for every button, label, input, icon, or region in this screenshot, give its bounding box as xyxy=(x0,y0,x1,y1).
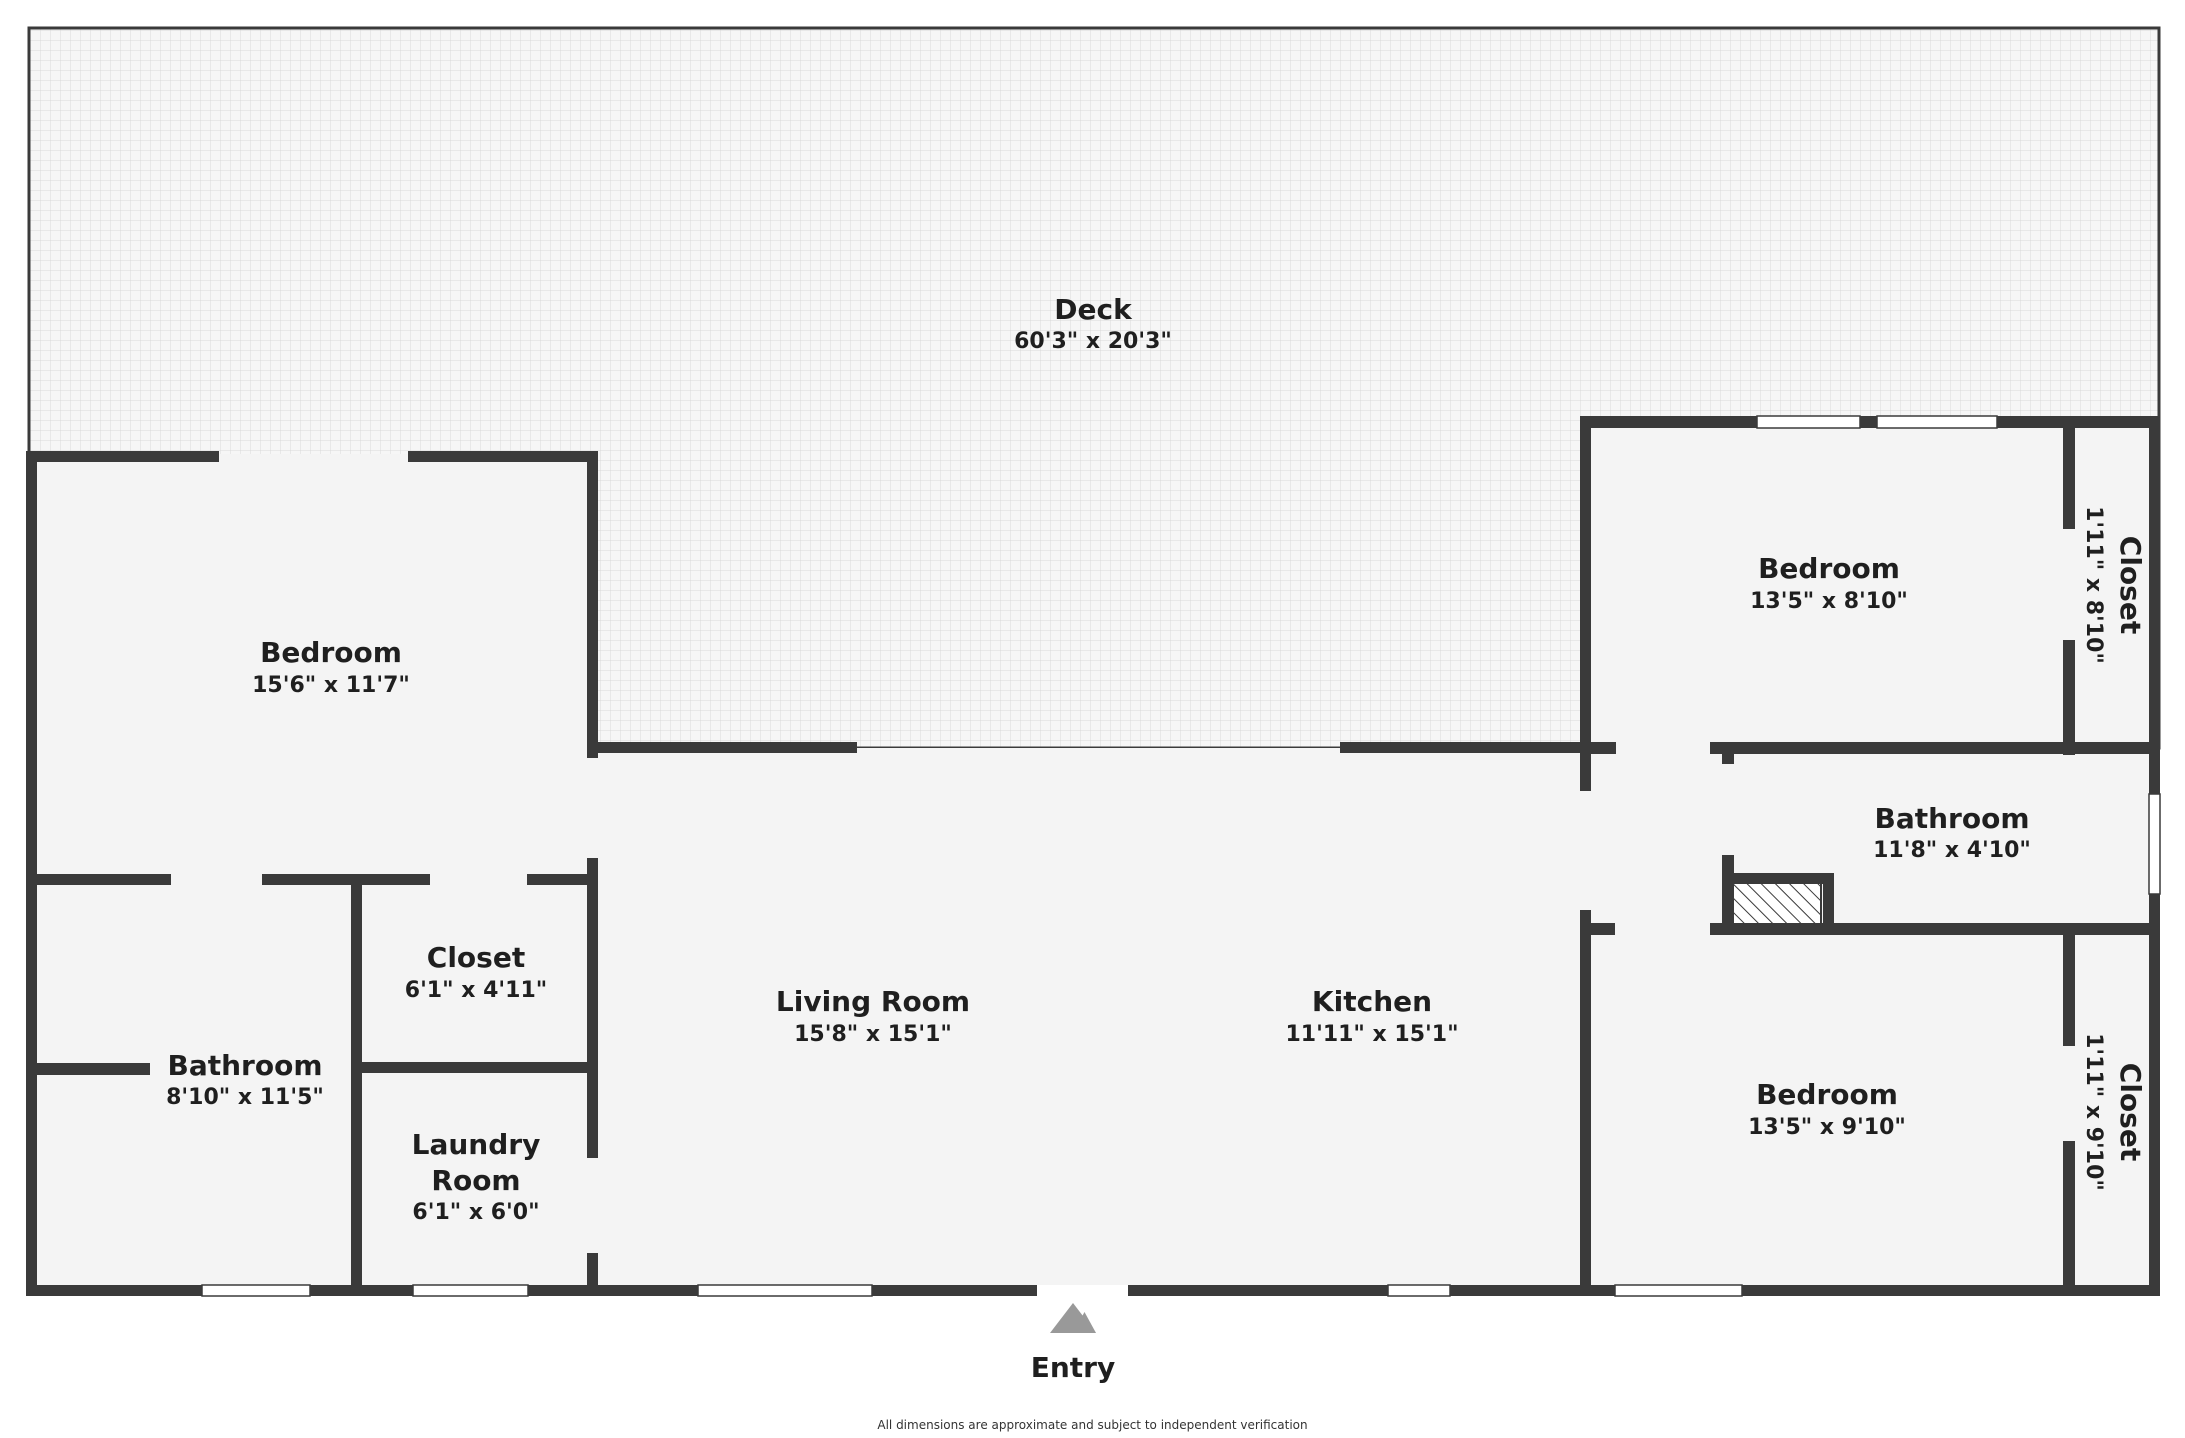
room-floors xyxy=(29,419,2157,1289)
disclaimer-text: All dimensions are approximate and subje… xyxy=(877,1418,1308,1432)
kitchen-dims: 11'11" x 15'1" xyxy=(1285,1022,1458,1047)
closet-bottom-right-name: Closet xyxy=(2114,1063,2147,1161)
closet-top-right-name: Closet xyxy=(2114,536,2147,634)
bathroom-right-dims: 11'8" x 4'10" xyxy=(1873,838,2031,863)
bedroom-left-dims: 15'6" x 11'7" xyxy=(252,673,410,698)
bedroom-bottom-right-name: Bedroom xyxy=(1756,1078,1898,1111)
bathroom-right-name: Bathroom xyxy=(1874,802,2029,835)
deck-name: Deck xyxy=(1054,293,1133,326)
entry-arrow-shade xyxy=(1050,1303,1096,1333)
bedroom-left-name: Bedroom xyxy=(260,636,402,669)
living-room-name: Living Room xyxy=(776,985,970,1018)
entry-door xyxy=(1037,1285,1128,1296)
deck-dims: 60'3" x 20'3" xyxy=(1014,329,1172,354)
entry-label: Entry xyxy=(1031,1351,1116,1384)
laundry-name-line2: Room xyxy=(431,1164,520,1197)
closet-bottom-right-dims: 1'11" x 9'10" xyxy=(2081,1033,2106,1191)
bathroom-left-dims: 8'10" x 11'5" xyxy=(166,1085,324,1110)
kitchen-name: Kitchen xyxy=(1312,985,1432,1018)
bedroom-top-right-name: Bedroom xyxy=(1758,552,1900,585)
laundry-name-line1: Laundry xyxy=(412,1128,541,1161)
bathroom-left-name: Bathroom xyxy=(167,1049,322,1082)
living-room-dims: 15'8" x 15'1" xyxy=(794,1022,952,1047)
closet-top-right-dims: 1'11" x 8'10" xyxy=(2081,506,2106,664)
closet-left-name: Closet xyxy=(427,941,525,974)
bedroom-bottom-right-dims: 13'5" x 9'10" xyxy=(1748,1115,1906,1140)
laundry-dims: 6'1" x 6'0" xyxy=(412,1200,539,1225)
closet-left-dims: 6'1" x 4'11" xyxy=(405,978,547,1003)
hatched-fixture xyxy=(1732,878,1822,925)
bedroom-top-right-dims: 13'5" x 8'10" xyxy=(1750,589,1908,614)
windows xyxy=(201,415,2161,1297)
